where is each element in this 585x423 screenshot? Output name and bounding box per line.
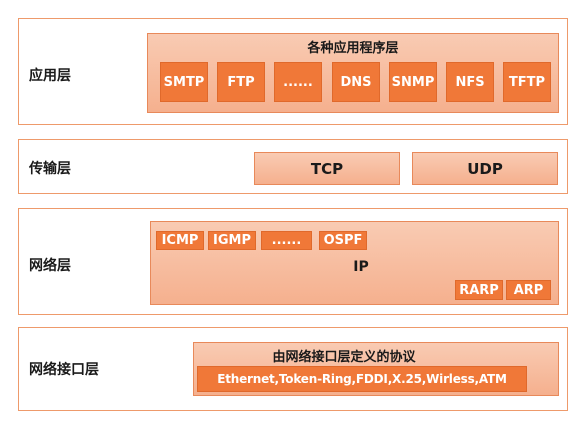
protocol-ellipsis: ...... xyxy=(261,231,312,250)
protocol-tcp: TCP xyxy=(254,152,400,185)
application-layer: 应用层 各种应用程序层 SMTP FTP ...... DNS SNMP NFS… xyxy=(18,18,568,125)
protocol-ip: IP xyxy=(353,259,369,275)
protocol-rarp: RARP xyxy=(455,280,503,300)
network-layer: 网络层 ICMP IGMP ...... OSPF IP RARP ARP xyxy=(18,208,568,315)
protocol-icmp: ICMP xyxy=(156,231,204,250)
link-layer-label: 网络接口层 xyxy=(29,362,99,378)
protocol-ospf: OSPF xyxy=(319,231,367,250)
application-panel: 各种应用程序层 SMTP FTP ...... DNS SNMP NFS TFT… xyxy=(147,33,559,113)
protocol-ellipsis: ...... xyxy=(274,62,322,102)
protocol-ftp: FTP xyxy=(217,62,265,102)
protocol-tftp: TFTP xyxy=(503,62,551,102)
link-layer: 网络接口层 由网络接口层定义的协议 Ethernet,Token-Ring,FD… xyxy=(18,327,568,411)
transport-layer-label: 传输层 xyxy=(29,161,71,177)
application-layer-label: 应用层 xyxy=(29,68,71,84)
protocol-igmp: IGMP xyxy=(208,231,256,250)
network-panel: ICMP IGMP ...... OSPF IP RARP ARP xyxy=(150,221,559,305)
protocol-udp: UDP xyxy=(412,152,558,185)
protocol-dns: DNS xyxy=(332,62,380,102)
application-panel-title: 各种应用程序层 xyxy=(307,41,399,56)
network-layer-label: 网络层 xyxy=(29,258,71,274)
transport-layer: 传输层 TCP UDP xyxy=(18,139,568,194)
link-panel-title: 由网络接口层定义的协议 xyxy=(272,350,416,365)
protocol-nfs: NFS xyxy=(446,62,494,102)
protocol-snmp: SNMP xyxy=(389,62,437,102)
link-panel: 由网络接口层定义的协议 Ethernet,Token-Ring,FDDI,X.2… xyxy=(193,342,559,396)
protocol-smtp: SMTP xyxy=(160,62,208,102)
protocol-arp: ARP xyxy=(506,280,551,300)
link-protocols: Ethernet,Token-Ring,FDDI,X.25,Wirless,AT… xyxy=(197,366,527,392)
